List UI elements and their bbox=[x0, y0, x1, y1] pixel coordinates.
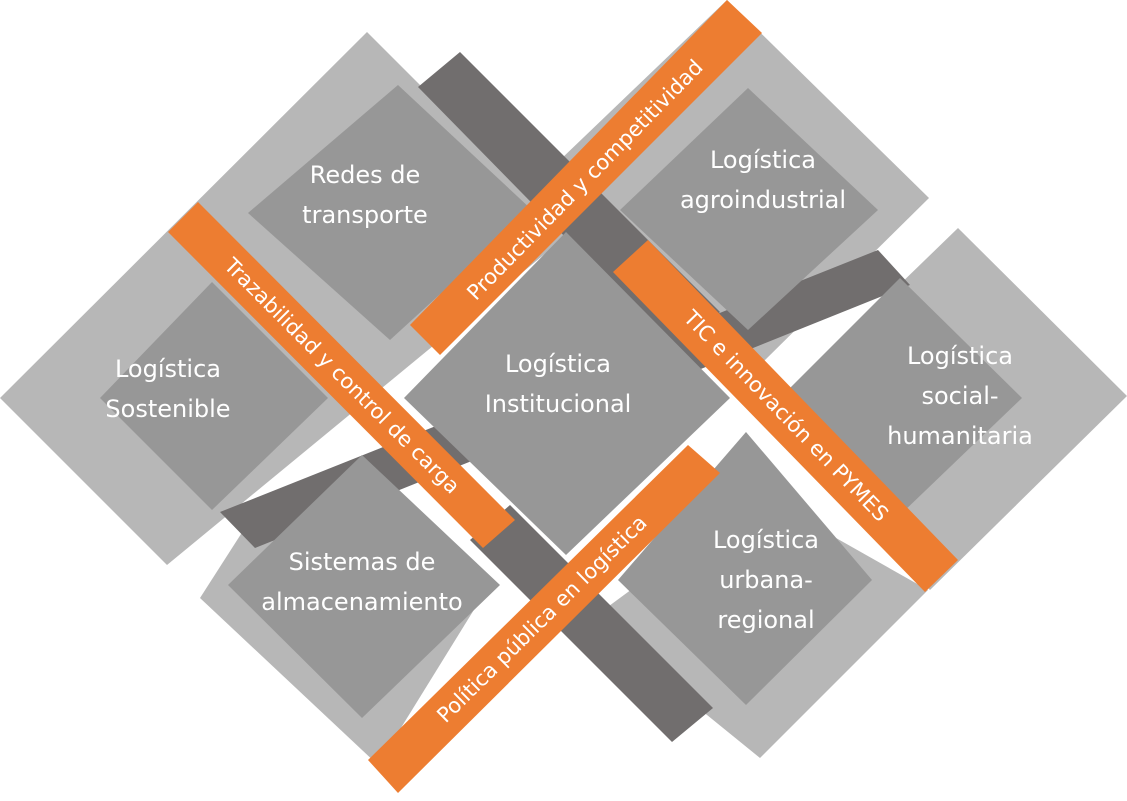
mid-diamond-almacenamiento bbox=[228, 455, 500, 718]
mid-diamond-institucional bbox=[404, 232, 730, 555]
mid-diamond-sostenible bbox=[100, 282, 328, 510]
mid-diamond-agroindustrial bbox=[620, 88, 878, 330]
mid-diamonds bbox=[100, 85, 1022, 718]
band-productividad bbox=[410, 0, 762, 355]
band-trazabilidad bbox=[168, 202, 515, 548]
band-politica bbox=[368, 445, 720, 793]
band-tic bbox=[613, 240, 958, 592]
mid-diamond-urbana bbox=[618, 432, 872, 705]
dark-band-3 bbox=[470, 505, 713, 742]
mid-diamond-redes bbox=[248, 85, 532, 340]
orange-bands bbox=[168, 0, 958, 793]
